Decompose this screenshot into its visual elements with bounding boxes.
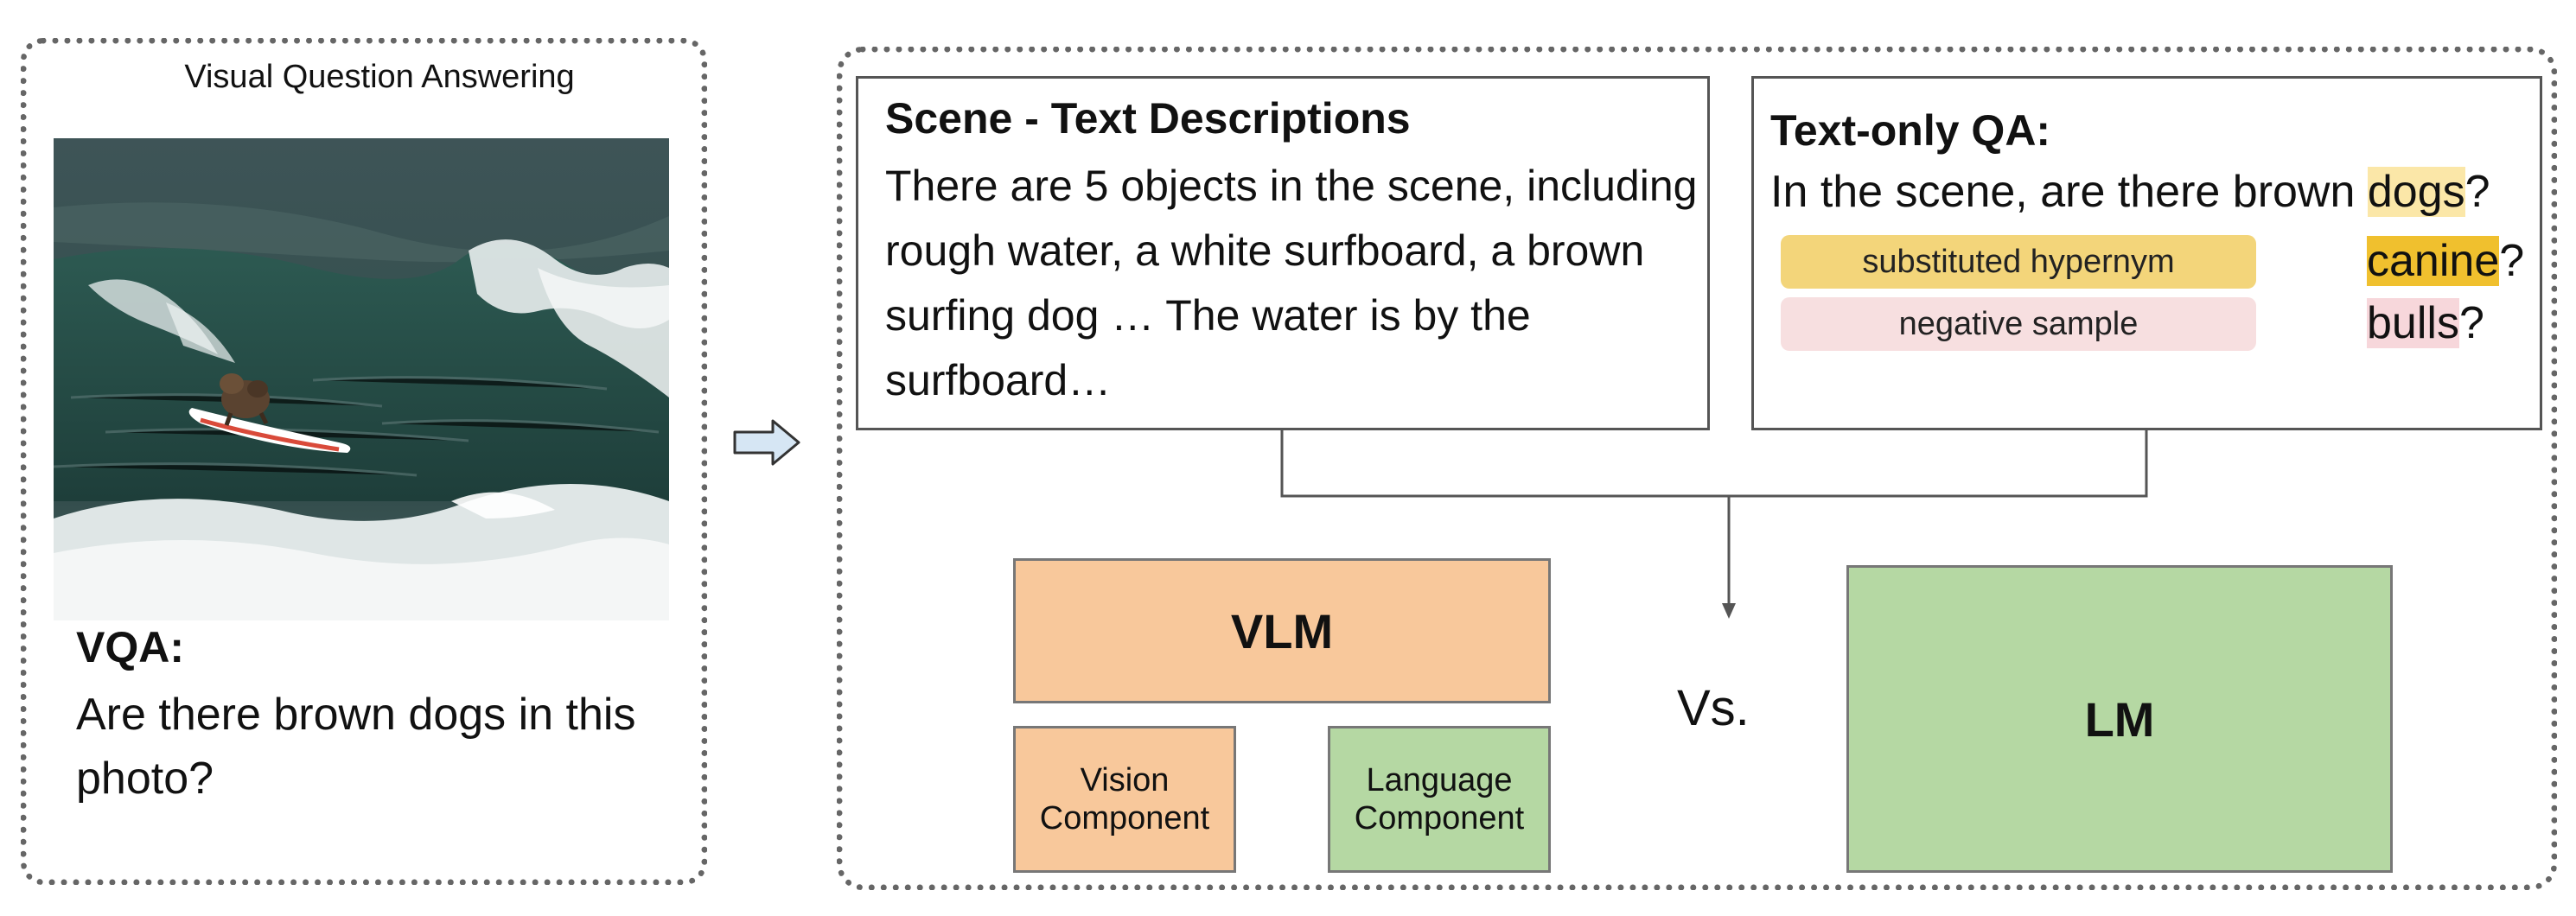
scene-text: There are 5 objects in the scene, includ…: [885, 162, 1698, 404]
vqa-panel: [21, 38, 707, 885]
qa-title: Text-only QA:: [1770, 106, 2051, 155]
vqa-question: Are there brown dogs in this photo?: [76, 690, 636, 804]
versus-label: Vs.: [1677, 680, 1750, 736]
lm-box: LM: [1846, 565, 2393, 873]
vision-component-label: Vision Component: [1039, 762, 1210, 836]
vqa-label: VQA:: [76, 623, 184, 671]
language-component-box: Language Component: [1328, 726, 1551, 873]
language-component-label: Language Component: [1354, 762, 1525, 836]
text-only-pipeline-panel: [837, 47, 2557, 890]
qa-question: In the scene, are there brown dogs?: [1770, 166, 2490, 218]
qa-question-prefix: In the scene, are there brown: [1770, 167, 2368, 217]
vision-component-box: Vision Component: [1013, 726, 1236, 873]
hypernym-word: canine?: [2367, 233, 2524, 289]
negative-word-bulls: bulls: [2367, 298, 2459, 348]
substituted-hypernym-pill: substituted hypernym: [1781, 235, 2256, 289]
hypernym-suffix: ?: [2499, 236, 2525, 286]
vqa-panel-heading: Visual Question Answering: [184, 59, 575, 95]
negative-suffix: ?: [2458, 298, 2484, 348]
scene-title: Scene - Text Descriptions: [885, 94, 1411, 143]
vlm-box: VLM: [1013, 558, 1551, 703]
negative-word: bulls?: [2367, 296, 2484, 351]
highlighted-word-dogs: dogs: [2367, 167, 2465, 217]
negative-sample-pill: negative sample: [1781, 297, 2256, 351]
lm-label: LM: [2084, 691, 2155, 747]
right-arrow-icon: [733, 418, 802, 467]
vlm-label: VLM: [1230, 603, 1334, 658]
scene-description-box: [856, 76, 1710, 430]
hypernym-word-canine: canine: [2367, 236, 2500, 286]
surfing-dog-photo: [54, 138, 669, 620]
qa-question-suffix: ?: [2464, 167, 2490, 217]
